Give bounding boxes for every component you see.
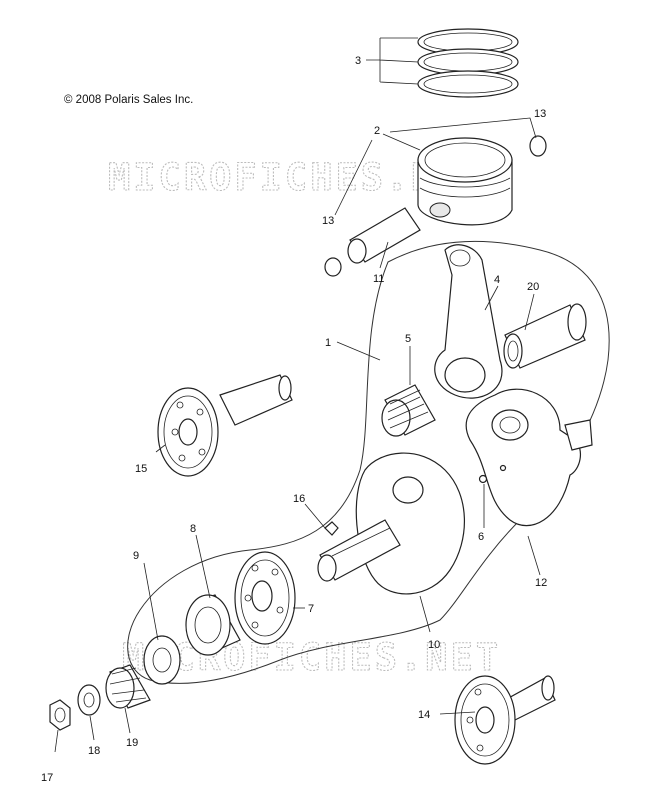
dowel-pin-hole <box>499 464 507 472</box>
needle-bearing-19 <box>105 664 151 709</box>
crank-half-right <box>465 388 593 527</box>
circlip-right <box>529 135 547 157</box>
connecting-rod <box>434 244 503 399</box>
callout-11: 11 <box>373 273 384 285</box>
piston <box>417 137 513 226</box>
watermark-bottom: MICROFICHES.NET <box>122 636 501 679</box>
callout-14: 14 <box>418 709 430 721</box>
copyright-notice: © 2008 Polaris Sales Inc. <box>64 94 194 106</box>
assembly-outline <box>127 240 610 684</box>
callout-5: 5 <box>405 333 411 345</box>
needle-bearing-5 <box>381 384 436 437</box>
callout-16: 16 <box>293 493 305 505</box>
washer-18 <box>77 684 101 716</box>
ball-bearing-8 <box>185 594 241 656</box>
woodruff-key <box>324 521 339 536</box>
circlip-left <box>324 257 342 277</box>
callout-12: 12 <box>535 577 547 589</box>
crank-pin <box>503 303 587 369</box>
callout-13-left: 13 <box>322 215 334 227</box>
sprocket-9 <box>143 635 181 685</box>
piston-rings <box>417 28 519 98</box>
callout-13-right: 13 <box>534 108 546 120</box>
callout-1: 1 <box>325 337 331 349</box>
drive-gear-7 <box>234 551 296 645</box>
balance-shaft-gear-14 <box>454 675 556 765</box>
callout-7: 7 <box>308 603 314 615</box>
nut-17 <box>49 699 71 731</box>
callout-19: 19 <box>126 737 138 749</box>
callout-2: 2 <box>374 125 380 137</box>
callout-8: 8 <box>190 523 196 535</box>
callouts: 3 2 13 13 11 1 4 20 5 6 12 10 16 8 9 7 1… <box>41 55 547 784</box>
callout-4: 4 <box>494 274 500 286</box>
leader-lines <box>54 37 541 753</box>
balance-shaft-gear-15 <box>157 374 293 477</box>
dowel-pin <box>478 474 488 484</box>
callout-15: 15 <box>135 463 147 475</box>
callout-20: 20 <box>527 281 539 293</box>
callout-17: 17 <box>41 772 53 784</box>
callout-3: 3 <box>355 55 361 67</box>
callout-6: 6 <box>478 531 484 543</box>
piston-pin <box>347 207 421 264</box>
callout-18: 18 <box>88 745 100 757</box>
crank-half-left <box>317 452 466 595</box>
callout-10: 10 <box>428 639 440 651</box>
callout-9: 9 <box>133 550 139 562</box>
